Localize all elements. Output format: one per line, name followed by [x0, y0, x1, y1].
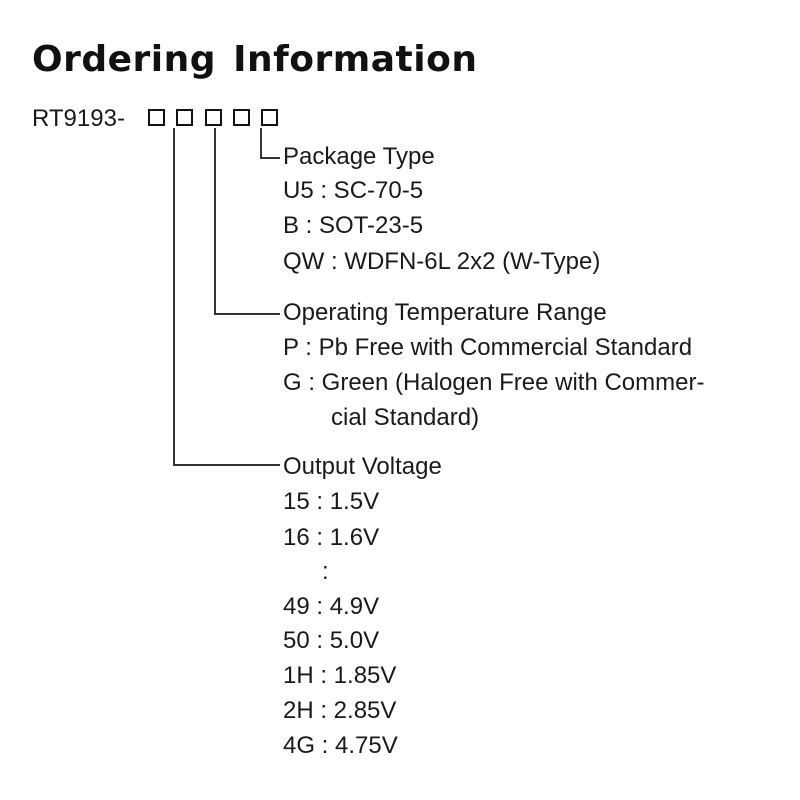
voltage-option: 1H : 1.85V — [283, 662, 397, 689]
voltage-option: 4G : 4.75V — [283, 732, 398, 759]
voltage-ellipsis: : — [322, 558, 329, 585]
temperature-option: G : Green (Halogen Free with Commer- — [283, 369, 705, 396]
package-type-heading: Package Type — [283, 143, 435, 170]
connector-voltage-vertical — [173, 128, 175, 465]
package-option: U5 : SC-70-5 — [283, 177, 424, 204]
code-box-voltage-2 — [176, 109, 193, 126]
voltage-option: 49 : 4.9V — [283, 593, 380, 620]
voltage-option: 50 : 5.0V — [283, 627, 380, 654]
package-option: B : SOT-23-5 — [283, 212, 424, 239]
connector-voltage-horizontal — [173, 464, 280, 466]
code-box-package-1 — [233, 109, 250, 126]
code-box-temperature — [205, 109, 222, 126]
temperature-option-continuation: cial Standard) — [331, 404, 480, 431]
page-title: Ordering Information — [32, 39, 478, 80]
voltage-option: 15 : 1.5V — [283, 488, 380, 515]
part-number-prefix: RT9193- — [32, 105, 125, 132]
code-box-voltage-1 — [148, 109, 165, 126]
output-voltage-heading: Output Voltage — [283, 453, 442, 480]
package-option: QW : WDFN-6L 2x2 (W-Type) — [283, 248, 601, 275]
connector-package-horizontal — [260, 157, 280, 159]
temperature-range-heading: Operating Temperature Range — [283, 299, 607, 326]
connector-temperature-horizontal — [214, 313, 280, 315]
voltage-option: 16 : 1.6V — [283, 524, 380, 551]
connector-temperature-vertical — [214, 128, 216, 314]
connector-package-vertical — [260, 128, 262, 158]
temperature-option: P : Pb Free with Commercial Standard — [283, 334, 693, 361]
code-box-package-2 — [261, 109, 278, 126]
voltage-option: 2H : 2.85V — [283, 697, 397, 724]
